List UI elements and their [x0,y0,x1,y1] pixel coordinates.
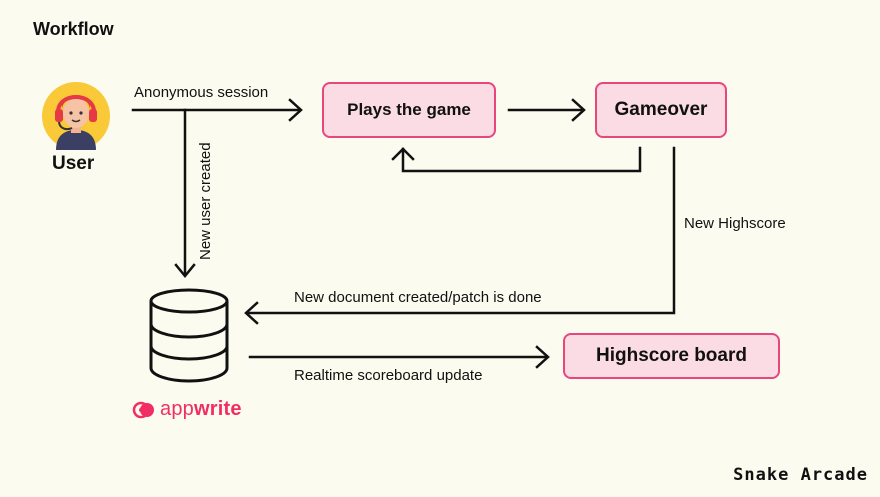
appwrite-prefix: app [160,398,194,420]
edge-label-realtime-update: Realtime scoreboard update [294,367,483,384]
brand-label: Snake Arcade [733,465,868,485]
arrowhead-gameover [571,98,586,122]
arrowhead-plays [288,98,303,122]
node-gameover: Gameover [595,82,727,138]
database-icon [149,288,229,383]
user-avatar-headset-icon [42,82,110,150]
arrowhead-highscore [535,345,550,369]
appwrite-logo-icon [132,401,154,418]
appwrite-suffix: write [193,398,242,420]
edge-gameover-loop [401,146,642,173]
edge-label-new-user-created: New user created [197,142,214,260]
node-plays-the-game: Plays the game [322,82,496,138]
appwrite-wordmark: appwrite [160,398,242,421]
appwrite-logo: appwrite [132,398,242,421]
arrowhead-db [174,263,196,278]
edge-label-new-document: New document created/patch is done [294,289,542,306]
arrowhead-newdoc [244,301,259,325]
edge-label-new-highscore: New Highscore [684,215,786,232]
diagram-title: Workflow [33,19,114,39]
user-label: User [52,153,95,174]
arrowhead-loop [391,147,415,161]
edge-label-anonymous-session: Anonymous session [134,84,269,101]
edge-gameover-to-db [245,146,676,315]
node-highscore-board: Highscore board [563,333,780,379]
